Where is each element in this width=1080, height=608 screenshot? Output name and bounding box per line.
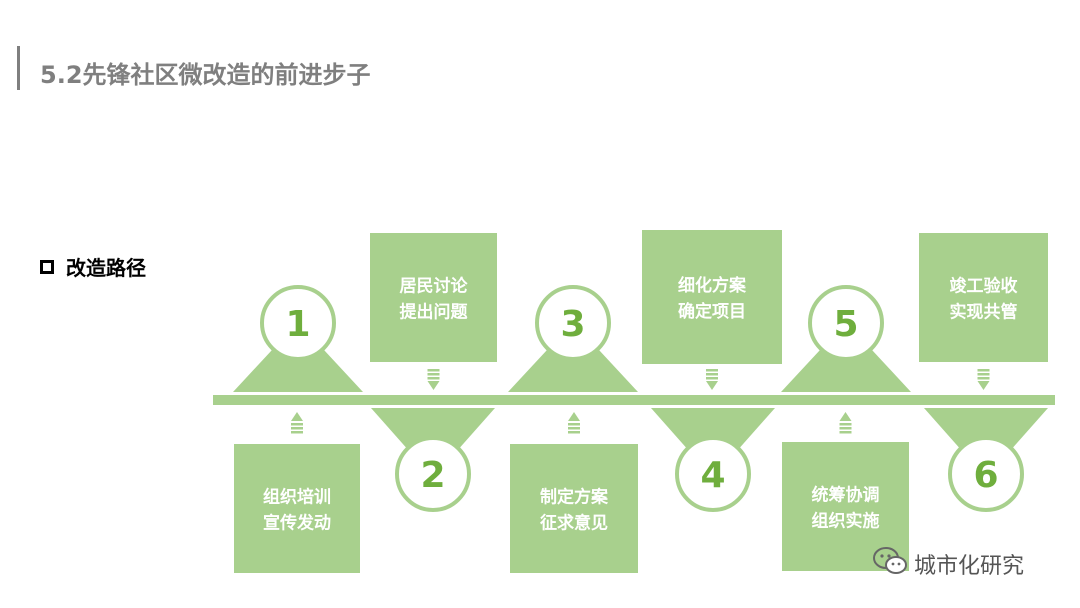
step-5-text-line: 统筹协调: [812, 485, 880, 506]
title-accent-bar: [17, 46, 20, 90]
step-5-text-line: 组织实施: [812, 511, 880, 532]
step-3-text-line: 征求意见: [540, 513, 608, 534]
section-heading: 改造路径: [40, 252, 146, 281]
step-5-circle: [808, 285, 884, 361]
step-5-number: 5: [833, 304, 858, 345]
step-1-arrow-stripe: [291, 423, 303, 426]
step-2-text-line: 提出问题: [400, 302, 469, 323]
step-6-circle: [948, 436, 1024, 512]
step-3-arrow-up-icon: [568, 412, 580, 421]
step-3-number: 3: [560, 304, 585, 345]
step-4-circle: [675, 436, 751, 512]
step-1-text-line: 组织培训: [263, 487, 331, 508]
step-5-arrow-up-icon: [839, 412, 852, 421]
section-label: 改造路径: [66, 256, 146, 280]
step-3-arrow-stripe: [568, 431, 580, 434]
step-3-arrow-stripe: [568, 423, 580, 426]
step-6-arrow-stripe: [977, 373, 990, 376]
step-4-number: 4: [700, 455, 725, 496]
step-1-text-line: 宣传发动: [263, 513, 331, 534]
step-2-box: [370, 233, 497, 362]
timeline-bar: [213, 395, 1055, 405]
wechat-icon: [873, 547, 907, 574]
step-6-arrow-stripe: [977, 377, 990, 380]
step-3-circle: [535, 285, 611, 361]
step-2-number: 2: [420, 455, 445, 496]
step-1-number: 1: [285, 304, 310, 345]
watermark-text: 城市化研究: [914, 554, 1025, 579]
step-4-box: [642, 230, 782, 364]
step-6-box: [919, 233, 1048, 362]
step-4-arrow-down-icon: [706, 381, 718, 390]
step-2-arrow-down-icon: [427, 381, 440, 390]
step-4-text-line: 细化方案: [678, 275, 747, 296]
step-4-arrow-stripe: [706, 377, 718, 380]
step-6-number: 6: [973, 455, 998, 496]
step-6-text-line: 实现共管: [950, 302, 1018, 323]
step-6-text-line: 竣工验收: [950, 276, 1018, 297]
step-1-circle: [260, 285, 336, 361]
step-6-arrow-stripe: [977, 369, 990, 372]
step-2-arrow-stripe: [427, 373, 440, 376]
step-5-arrow-stripe: [839, 427, 852, 430]
step-3-box: [510, 444, 638, 573]
step-1-arrow-stripe: [291, 431, 303, 434]
step-4-arrow-stripe: [706, 369, 718, 372]
step-2-text-line: 居民讨论: [400, 276, 469, 297]
step-5-box: [782, 442, 909, 571]
step-2-arrow-stripe: [427, 377, 440, 380]
step-3-arrow-stripe: [568, 427, 580, 430]
step-3-text-line: 制定方案: [540, 487, 609, 508]
step-6-arrow-down-icon: [977, 381, 990, 390]
page-title: 5.2先锋社区微改造的前进步子: [40, 61, 371, 89]
step-1-box: [234, 444, 360, 573]
step-1-arrow-up-icon: [291, 412, 303, 421]
step-1-arrow-stripe: [291, 427, 303, 430]
step-2-circle: [395, 436, 471, 512]
step-4-text-line: 确定项目: [678, 301, 746, 322]
step-2-arrow-stripe: [427, 369, 440, 372]
square-bullet-icon: [40, 259, 54, 274]
step-4-arrow-stripe: [706, 373, 718, 376]
step-5-arrow-stripe: [839, 431, 852, 434]
step-5-arrow-stripe: [839, 423, 852, 426]
